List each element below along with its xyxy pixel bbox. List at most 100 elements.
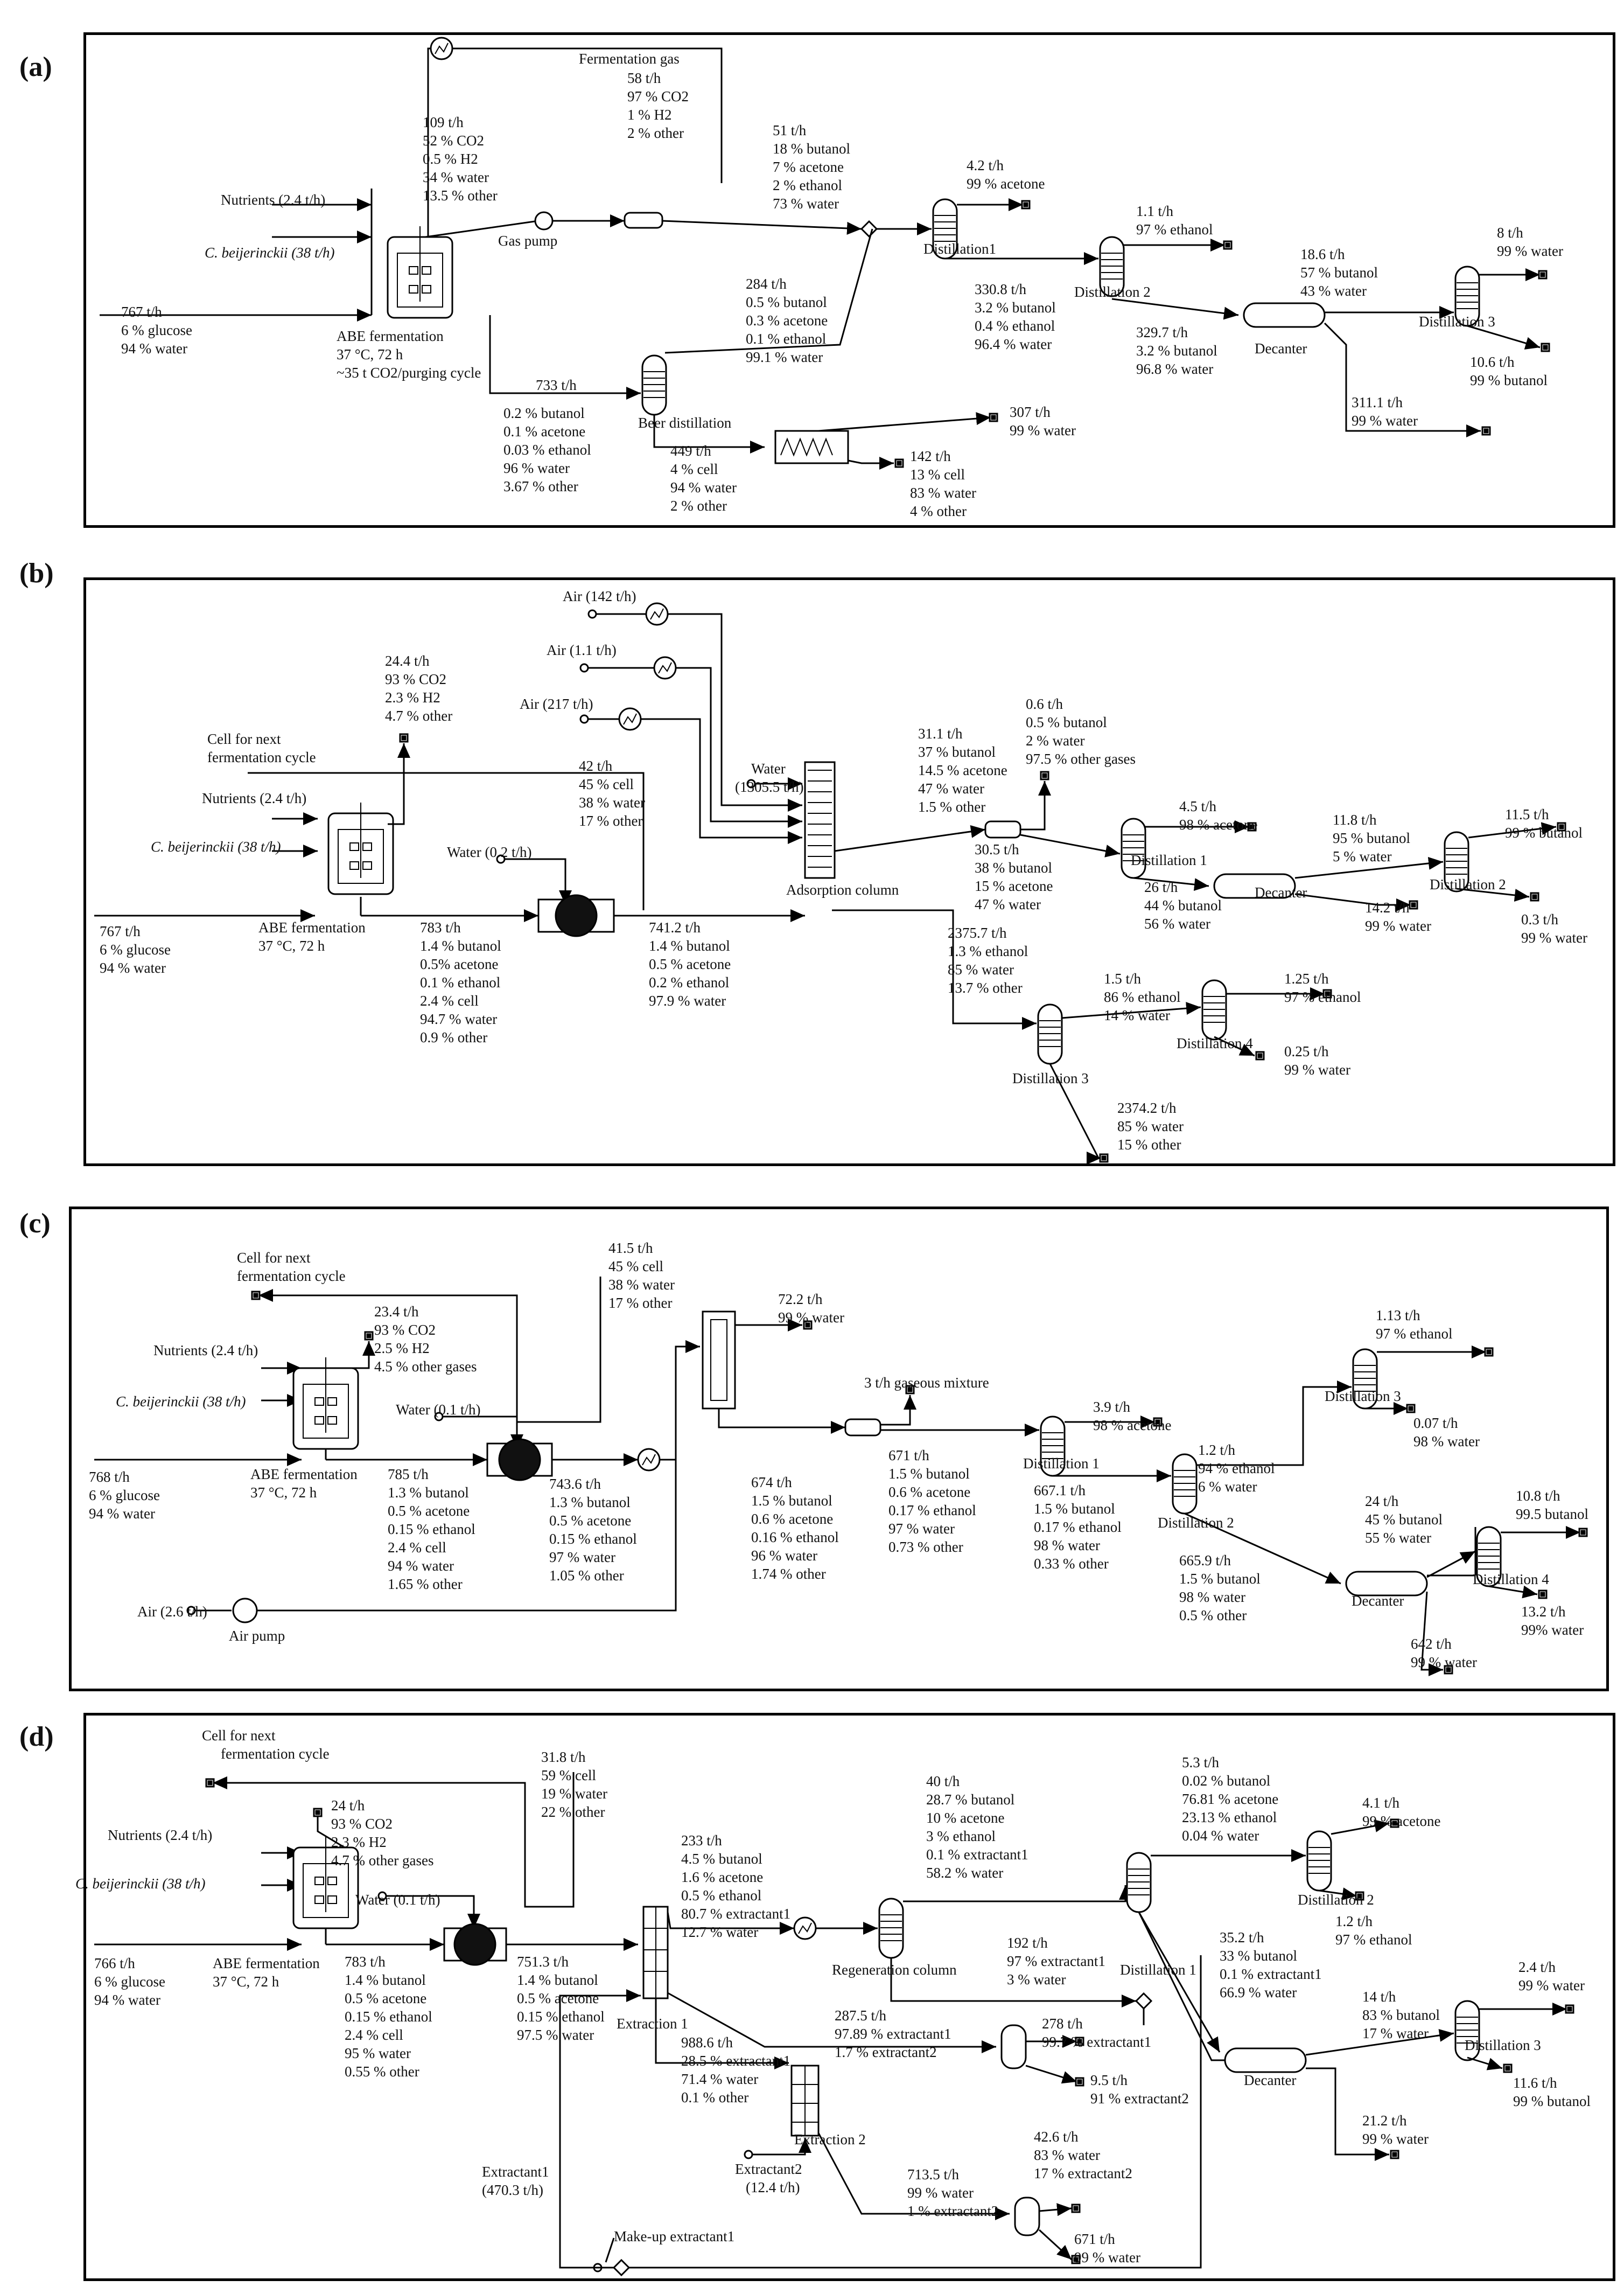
c-v1: 24 t/h: [1365, 1493, 1399, 1509]
d-v3: 0.1 % extractant1: [1220, 1966, 1322, 1982]
d-v3: 71.4 % water: [681, 2071, 759, 2087]
c-v1: Cell for next: [237, 1250, 311, 1266]
b-distillation1: Distillation 1: [1131, 852, 1207, 868]
d-v1: 11.6 t/h: [1513, 2075, 1557, 2091]
a-v2: 99 % water: [1352, 413, 1418, 429]
d-v2: 97.89 % extractant1: [835, 2026, 951, 2042]
c-v2: 94 % ethanol: [1198, 1460, 1275, 1476]
d-v4: 0.5 % ethanol: [681, 1887, 762, 1903]
b-v2: 6 % glucose: [100, 942, 171, 958]
d-v1: 766 t/h: [94, 1955, 135, 1971]
d-v2: 99 % acetone: [1362, 1813, 1441, 1829]
a-v4: 2 % other: [627, 125, 684, 141]
d-v3: 76.81 % acetone: [1182, 1791, 1279, 1807]
c-v6: 1.74 % other: [751, 1566, 826, 1582]
b-v5: 97.9 % water: [649, 993, 726, 1009]
b-v2: 0.5 % butanol: [1026, 714, 1107, 730]
d-v3: 17 % extractant2: [1034, 2165, 1132, 2181]
d-nutrients: Nutrients (2.4 t/h): [108, 1827, 213, 1843]
b-v2: 98 % acetone: [1179, 817, 1258, 833]
b-adsorption-column: Adsorption column: [786, 882, 899, 898]
c-v5: 0.33 % other: [1034, 1556, 1109, 1572]
b-v2: 1.3 % ethanol: [948, 943, 1028, 959]
a-v3: ~35 t CO2/purging cycle: [337, 365, 481, 381]
d-v1: ABE fermentation: [213, 1955, 320, 1971]
c-v3: 0.17 % ethanol: [1034, 1519, 1122, 1535]
d-v3: 1.7 % extractant2: [835, 2044, 937, 2060]
c-v3: 0.6 % acetone: [751, 1511, 834, 1527]
b-v1: Cell for next: [207, 731, 281, 747]
a-v5: 13.5 % other: [423, 187, 498, 204]
d-v4: 0.15 % ethanol: [517, 2009, 605, 2025]
c-v2: 98 % acetone: [1093, 1417, 1172, 1433]
d-v2: 97 % ethanol: [1335, 1932, 1412, 1948]
c-distillation3: Distillation 3: [1325, 1388, 1401, 1404]
a-v3: 7 % acetone: [773, 159, 844, 175]
c-v3: 6 % water: [1198, 1479, 1257, 1495]
c-gas-mix: 3 t/h gaseous mixture: [864, 1375, 989, 1391]
d-distillation2: Distillation 2: [1298, 1892, 1374, 1908]
b-v1: 0.25 t/h: [1284, 1043, 1329, 1059]
b-v1: 1.5 t/h: [1104, 971, 1142, 987]
d-v3: 0.5 % acetone: [517, 1990, 599, 2006]
c-v2: fermentation cycle: [237, 1268, 346, 1284]
c-v2: 1.5 % butanol: [751, 1493, 832, 1509]
a-v4: 2 % other: [670, 498, 727, 514]
d-makeup-extractant1: Make-up extractant1: [614, 2228, 735, 2244]
c-v4: 4.5 % other gases: [374, 1358, 477, 1375]
c-v1: ABE fermentation: [250, 1466, 358, 1482]
a-v4: 2 % ethanol: [773, 177, 842, 193]
a-v3: 43 % water: [1300, 283, 1367, 299]
d-v4: 0.1 % other: [681, 2089, 749, 2105]
b-decanter: Decanter: [1255, 884, 1307, 901]
b-v1: 11.8 t/h: [1333, 812, 1377, 828]
c-distillation2: Distillation 2: [1158, 1515, 1234, 1531]
d-v2: (12.4 t/h): [746, 2179, 800, 2195]
b-air-1: Air (142 t/h): [563, 588, 636, 604]
panel-d-frame: [83, 1713, 1615, 2281]
a-v3: 0.4 % ethanol: [975, 318, 1055, 334]
c-air: Air (2.6 t/h): [137, 1603, 207, 1620]
a-v1: 8 t/h: [1497, 225, 1523, 241]
b-v3: 14.5 % acetone: [918, 762, 1007, 778]
d-v1: 1.2 t/h: [1335, 1913, 1373, 1929]
d-v1: 40 t/h: [926, 1773, 960, 1789]
d-v2: 1.4 % butanol: [517, 1972, 598, 1988]
b-v1: Water: [751, 761, 786, 777]
a-v2: 52 % CO2: [423, 133, 484, 149]
d-v1: 21.2 t/h: [1362, 2112, 1407, 2129]
c-v1: 0.07 t/h: [1413, 1415, 1458, 1431]
d-v5: 0.1 % extractant1: [926, 1846, 1028, 1863]
b-v3: 14 % water: [1104, 1007, 1170, 1023]
a-v3: 83 % water: [910, 485, 976, 501]
a-v2: 99 % water: [1497, 243, 1563, 259]
d-v1: Cell for next: [202, 1727, 276, 1744]
c-v1: 665.9 t/h: [1179, 1552, 1231, 1568]
d-v3: 94 % water: [94, 1992, 160, 2008]
b-v5: 1.5 % other: [918, 799, 986, 815]
d-v6: 95 % water: [345, 2045, 411, 2061]
b-air-2: Air (1.1 t/h): [547, 642, 617, 658]
b-v1: 0.6 t/h: [1026, 696, 1063, 712]
b-v1: 42 t/h: [579, 758, 613, 774]
c-v1: 785 t/h: [388, 1466, 429, 1482]
